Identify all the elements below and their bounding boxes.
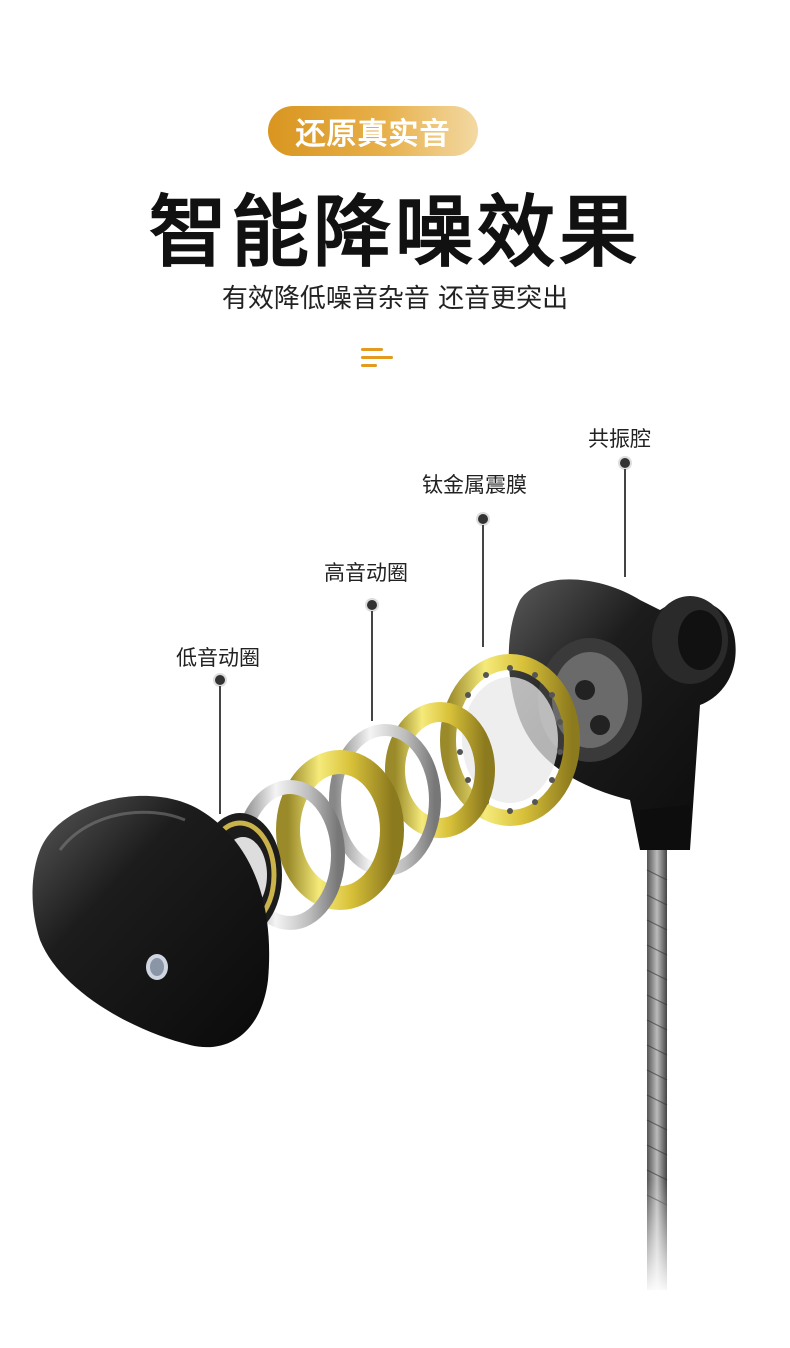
callout-label-resonance-cavity: 共振腔: [588, 427, 651, 451]
callout-line-resonance-cavity: [624, 469, 626, 577]
gold-ring-bass: [276, 750, 404, 910]
callout-label-titanium-diaphragm: 钛金属震膜: [422, 473, 527, 497]
earphone-exploded-illustration: [32, 579, 736, 1295]
callout-dot-bass-coil: [215, 675, 225, 685]
page-subtitle: 有效降低噪音杂音 还音更突出: [221, 284, 569, 314]
callout-label-bass-coil: 低音动圈: [176, 646, 260, 670]
titanium-diaphragm: [440, 654, 580, 826]
section-divider-icon: [361, 348, 393, 370]
callout-line-treble-coil: [371, 611, 373, 721]
front-shell: [32, 795, 270, 1048]
callout-line-bass-coil: [219, 686, 221, 814]
callout-dot-titanium-diaphragm: [478, 514, 488, 524]
callout-line-titanium-diaphragm: [482, 525, 484, 647]
page-title: 智能降噪效果: [148, 188, 641, 278]
callout-dot-resonance-cavity: [620, 458, 630, 468]
cable: [640, 850, 674, 1295]
callout-label-treble-coil: 高音动圈: [324, 561, 408, 585]
badge-pill: 还原真实音: [268, 106, 478, 156]
callout-dot-treble-coil: [367, 600, 377, 610]
gold-ring-treble: [385, 702, 495, 838]
